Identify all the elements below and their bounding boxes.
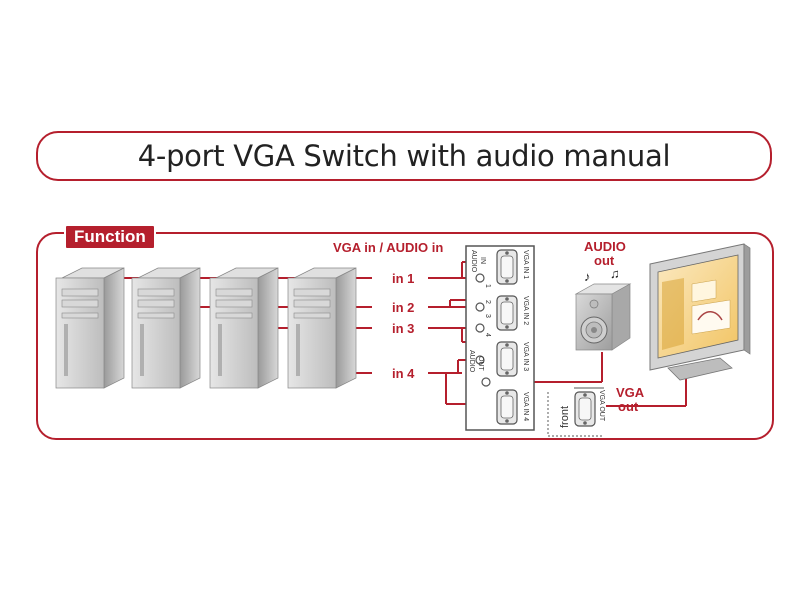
audio-out-label-top: AUDIO	[584, 239, 626, 254]
audio-port-number-1: 1	[484, 284, 491, 288]
vga-out-label-bottom: out	[618, 399, 639, 414]
vga-in-1-text: VGA IN 1	[522, 250, 529, 279]
audio-out-label-bottom: out	[594, 253, 615, 268]
function-panel	[36, 232, 774, 440]
audio-jack-in-4	[475, 355, 485, 365]
music-note-icon-2: ♫	[610, 266, 620, 281]
computer-tower-4	[287, 267, 357, 389]
function-section-label: Function	[64, 224, 156, 250]
vga-in-4-text: VGA IN 4	[522, 392, 529, 421]
music-note-icon: ♪	[584, 269, 591, 284]
switch-rear-panel: VGA IN 1 VGA IN 2 VGA IN 3 VGA IN 4 AUDI…	[465, 245, 535, 431]
vga-port-out	[574, 391, 596, 427]
vga-in-3-text: VGA IN 3	[522, 342, 529, 371]
audio-jack-in-2	[475, 302, 485, 312]
vga-out-label-top: VGA	[616, 385, 645, 400]
audio-port-number-3: 3	[484, 314, 491, 318]
audio-in-text-b: IN	[479, 257, 486, 264]
in-2-label: in 2	[392, 300, 414, 315]
speaker-icon	[574, 283, 632, 351]
audio-out-text-a: AUDIO	[468, 350, 475, 373]
audio-port-number-2: 2	[484, 300, 491, 304]
audio-port-number-4: 4	[484, 333, 491, 337]
vga-port-in-1	[496, 249, 518, 285]
vga-port-in-4	[496, 389, 518, 425]
vga-out-text: VGA OUT	[598, 390, 605, 422]
page-title: 4-port VGA Switch with audio manual	[137, 139, 671, 173]
audio-out-text-b: OUT	[477, 356, 484, 372]
audio-jack-in-1	[475, 273, 485, 283]
front-text: front	[559, 406, 571, 428]
vga-port-in-3	[496, 341, 518, 377]
in-3-label: in 3	[392, 321, 414, 336]
audio-jacks	[475, 273, 491, 387]
vga-in-2-text: VGA IN 2	[522, 296, 529, 325]
monitor-icon	[649, 243, 751, 381]
audio-jack-out	[481, 377, 491, 387]
computer-tower-3	[209, 267, 279, 389]
computer-tower-1	[55, 267, 125, 389]
vga-port-in-2	[496, 295, 518, 331]
audio-in-text-a: AUDIO	[470, 250, 477, 273]
audio-jack-in-3	[475, 323, 485, 333]
computer-tower-2	[131, 267, 201, 389]
in-1-label: in 1	[392, 271, 414, 286]
vga-audio-in-label: VGA in / AUDIO in	[333, 240, 443, 255]
title-box: 4-port VGA Switch with audio manual	[36, 131, 772, 181]
switch-front-panel: front VGA OUT	[547, 387, 605, 437]
in-4-label: in 4	[392, 366, 415, 381]
